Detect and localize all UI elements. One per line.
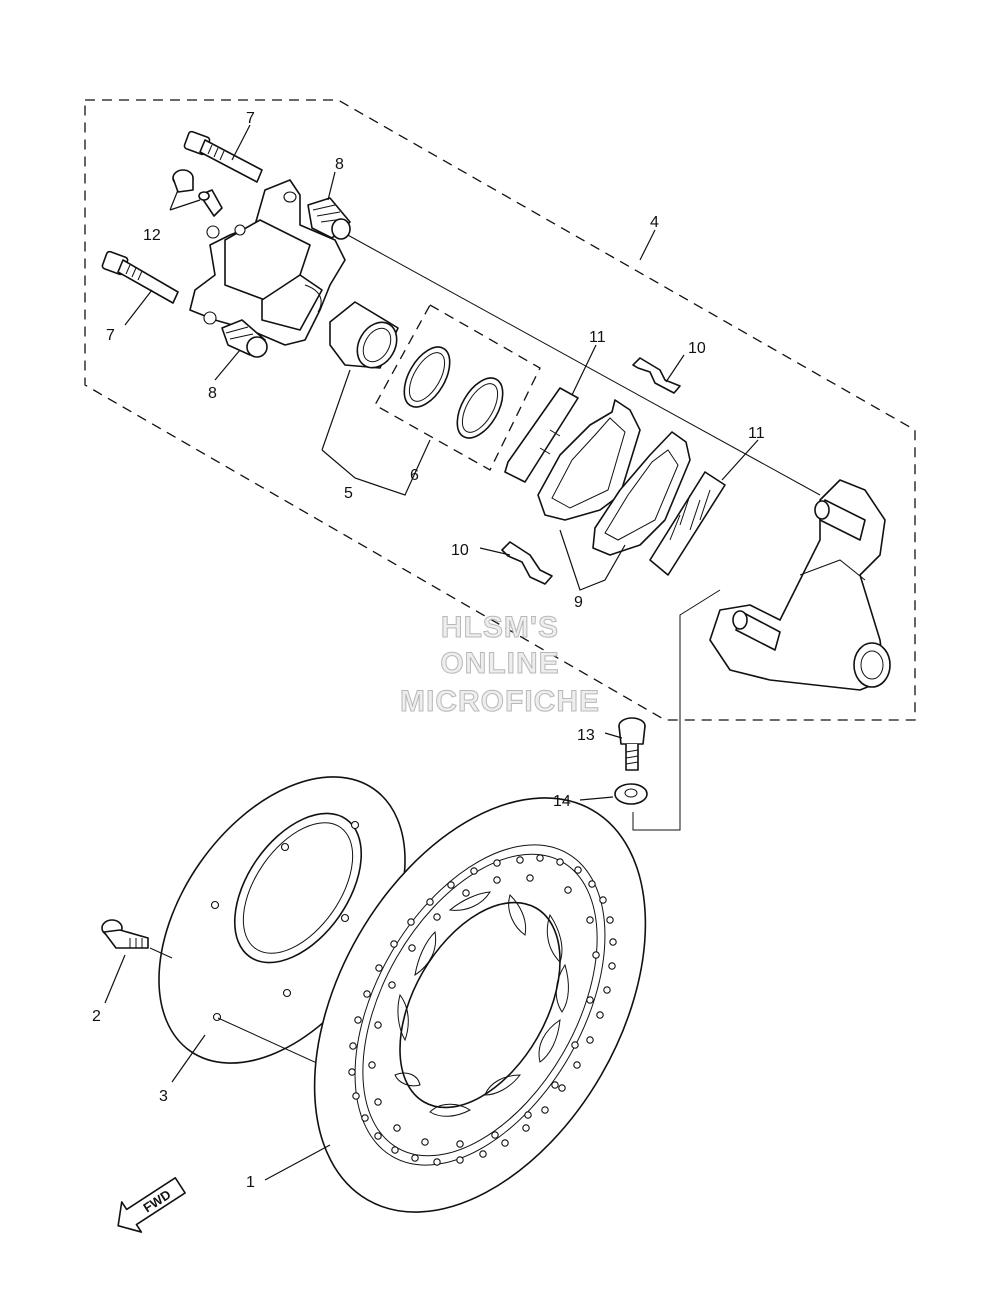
callout-11-right: 11 [748,425,765,442]
callout-13: 13 [577,727,595,744]
brake-pad-right [592,431,691,556]
callout-8-lower: 8 [208,385,217,402]
watermark: HLSM'S ONLINE MICROFICHE [400,611,600,719]
piston [329,301,399,369]
callout-2: 2 [92,1008,101,1025]
callout-1: 1 [246,1174,255,1191]
bracket-reference-line [632,589,721,831]
callout-9: 9 [574,594,583,611]
callout-11-upper: 11 [589,329,606,346]
bleed-screw-cap [172,169,194,193]
fwd-arrow: FWD [117,1177,186,1233]
pad-shim-right [649,471,726,576]
boot-upper [307,197,351,240]
piston-seal [403,346,451,408]
disc-bolt-axis [149,947,173,959]
bracket-bolt [618,717,646,771]
pad-spring-lower [501,541,553,585]
caliper-body [189,179,346,346]
callout-3: 3 [159,1088,168,1105]
dust-seal [456,377,504,439]
callout-12: 12 [143,227,161,244]
watermark-line-2: ONLINE [440,647,559,680]
pin-bolt-lower [101,250,179,304]
pad-shim-left [504,387,579,483]
callout-10-upper: 10 [688,340,706,357]
bleed-screw [198,189,223,217]
callout-7-lower: 7 [106,327,115,344]
washer [614,783,648,805]
callout-7-upper: 7 [246,110,255,127]
callout-8-upper: 8 [335,156,344,173]
caliper-assembly-boundary [84,99,916,721]
callout-4: 4 [650,214,659,231]
callout-5: 5 [344,485,353,502]
seal-kit-boundary [374,304,541,471]
pin-bolt-upper [183,130,263,183]
pad-spring-upper [632,357,681,394]
brake-disc-rotor [313,797,647,1213]
watermark-line-1: HLSM'S [441,611,559,644]
callout-6: 6 [410,467,419,484]
leader-lines [104,124,759,1181]
callout-labels: 7 8 12 4 7 8 11 10 11 6 5 10 9 13 14 2 3… [92,110,765,1191]
watermark-line-3: MICROFICHE [400,685,600,718]
assembly-axis-line [334,227,821,496]
brake-pad-left [537,399,641,521]
disc-bolt [101,919,149,949]
rotor-slots [394,891,569,1117]
callout-14: 14 [553,793,571,810]
callout-10-lower: 10 [451,542,469,559]
boot-lower [221,319,268,358]
rotor-drill-holes [348,854,617,1166]
caliper-bracket [709,479,891,691]
